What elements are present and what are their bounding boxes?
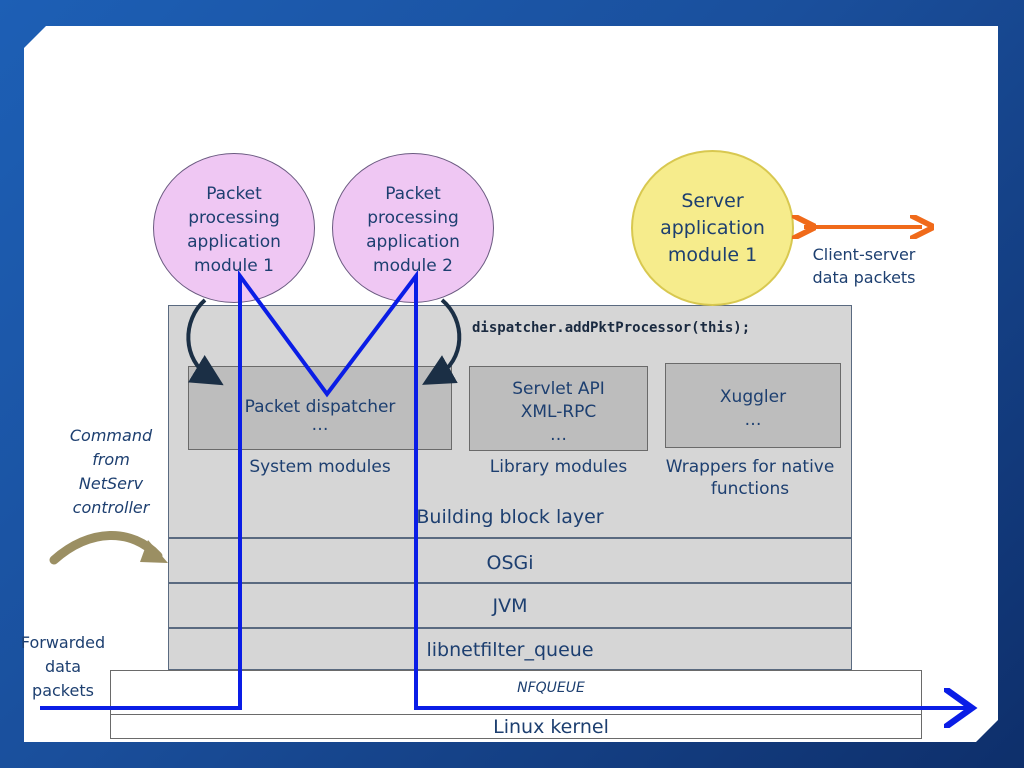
wrappers-caption: Wrappers for native functions <box>665 457 835 499</box>
client-server-label: Client-server data packets <box>812 245 916 287</box>
library-module-label: Servlet API XML-RPC … <box>512 379 605 445</box>
system-modules-caption: System modules <box>249 457 391 477</box>
library-modules-caption: Library modules <box>489 457 628 477</box>
server-application-module-1: Server application module 1 <box>631 150 794 306</box>
nfqueue-label: NFQUEUE <box>517 680 585 696</box>
packet-processing-module-1-label: Packet processing application module 1 <box>187 184 281 276</box>
server-application-module-1-label: Server application module 1 <box>660 189 765 266</box>
building-block-layer-label: Building block layer <box>416 506 604 528</box>
forwarded-label: Forwarded data packets <box>20 633 106 700</box>
packet-processing-module-1: Packet processing application module 1 <box>153 153 315 303</box>
xuggler-module-label: Xuggler … <box>719 387 787 430</box>
kernel-divider <box>110 714 922 715</box>
dispatcher-call-code: dispatcher.addPktProcessor(this); <box>472 320 751 336</box>
packet-processing-module-2-label: Packet processing application module 2 <box>366 184 460 276</box>
libnetfilter-queue-label: libnetfilter_queue <box>426 639 594 661</box>
jvm-layer-label: JVM <box>492 595 528 617</box>
packet-dispatcher-ellipsis: … <box>311 415 329 435</box>
command-label: Command from NetServ controller <box>69 426 153 517</box>
osgi-layer-label: OSGi <box>486 552 534 574</box>
packet-processing-module-2: Packet processing application module 2 <box>332 153 494 303</box>
linux-kernel-label: Linux kernel <box>493 716 609 738</box>
